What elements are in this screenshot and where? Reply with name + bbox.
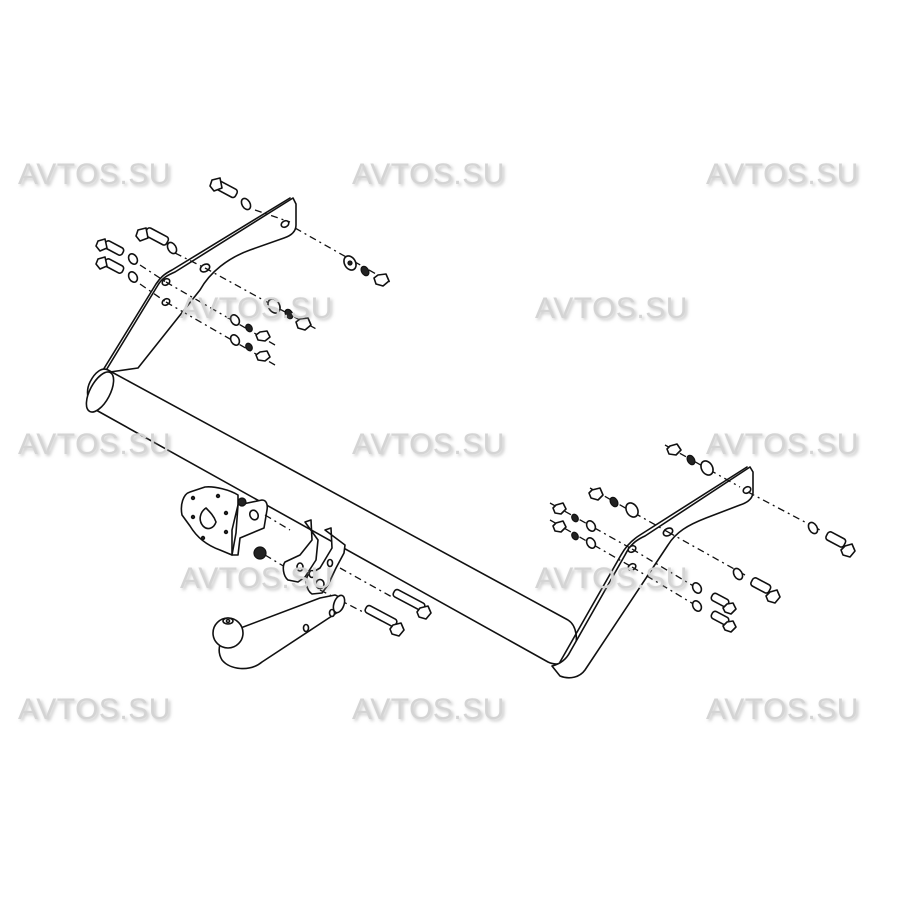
nut-icon	[255, 330, 271, 342]
washer-icon	[229, 314, 241, 326]
washer-icon	[691, 582, 703, 594]
washer-icon	[585, 537, 597, 549]
lock-washer-icon	[571, 513, 579, 523]
nut-icon	[237, 497, 247, 507]
washer-icon	[240, 197, 252, 211]
arm-bolts	[319, 567, 432, 637]
nut-icon	[552, 502, 567, 515]
socket-plate	[180, 486, 269, 556]
bolt-icon	[135, 227, 170, 246]
crossbar-tube	[85, 368, 578, 665]
bolt-icon	[95, 238, 125, 256]
bolt-icon	[392, 588, 432, 620]
bolt-icon	[825, 531, 856, 558]
washer-icon	[625, 502, 639, 518]
nut-icon	[373, 273, 390, 287]
tow-ball-arm	[212, 594, 346, 670]
bolt-icon	[209, 177, 239, 199]
bolt-icon	[750, 577, 781, 604]
lock-washer-icon	[609, 496, 619, 508]
bolt-icon	[710, 610, 737, 633]
bolt-icon	[710, 592, 737, 615]
lock-washer-icon	[360, 265, 370, 277]
nut-icon	[255, 350, 271, 362]
nut-icon	[253, 546, 267, 560]
washer-icon	[732, 567, 744, 581]
washer-icon	[267, 298, 281, 314]
nut-icon	[666, 443, 682, 456]
lock-washer-icon	[245, 342, 253, 352]
lock-washer-icon	[284, 308, 294, 320]
nut-icon	[295, 317, 312, 331]
washer-icon	[700, 460, 714, 476]
washer-icon	[127, 271, 139, 283]
lock-washer-icon	[571, 531, 579, 541]
right-bracket	[551, 466, 754, 679]
nut-icon	[552, 520, 567, 533]
lock-washer-icon	[686, 454, 696, 466]
washer-icon	[166, 241, 178, 255]
washer-icon	[127, 253, 139, 265]
washer-icon	[229, 334, 241, 346]
receiver-lugs	[264, 514, 346, 595]
bolt-icon	[95, 256, 125, 274]
nut-icon	[588, 487, 604, 501]
left-bracket	[88, 197, 297, 396]
lock-washer-icon	[245, 323, 253, 333]
washer-icon	[691, 600, 703, 612]
left-fasteners	[95, 177, 393, 366]
washer-icon	[585, 520, 597, 532]
right-fasteners	[549, 443, 856, 633]
washer-icon	[807, 521, 819, 535]
bolt-icon	[364, 604, 405, 637]
